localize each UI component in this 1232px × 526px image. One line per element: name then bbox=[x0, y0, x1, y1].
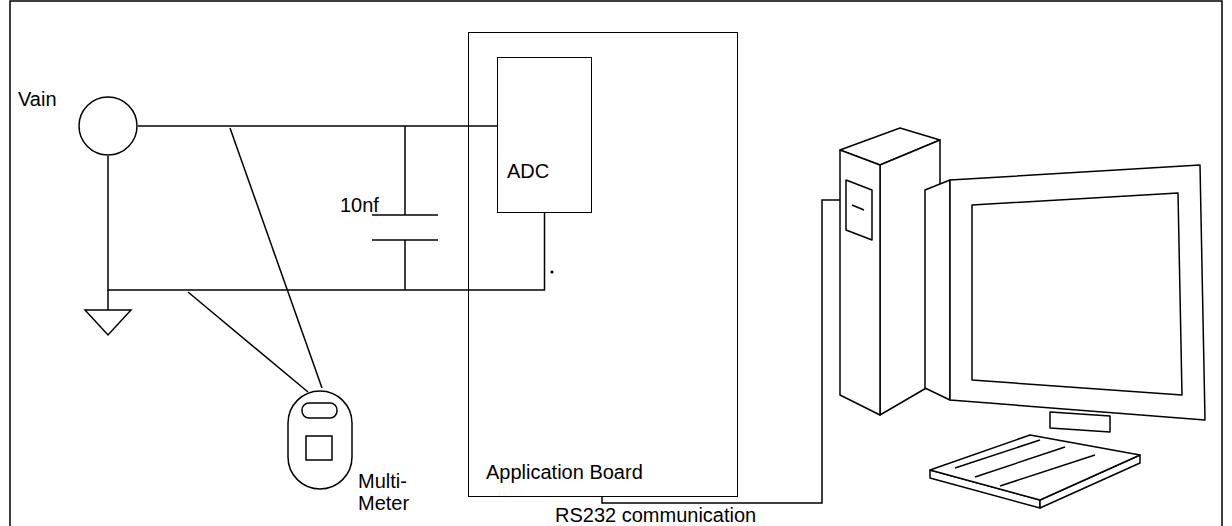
probe-lead bbox=[230, 128, 322, 388]
capacitor-lead bbox=[404, 240, 406, 290]
node-text: Multi- Meter bbox=[358, 470, 422, 514]
monitor-side bbox=[925, 180, 950, 400]
tower-drive bbox=[846, 180, 872, 240]
circle-outline bbox=[79, 97, 137, 155]
outer-frame bbox=[10, 1, 1222, 526]
frame bbox=[10, 1, 1222, 526]
source-circle: Vain bbox=[78, 96, 138, 156]
dot bbox=[551, 271, 553, 273]
node-text: ADC bbox=[507, 160, 549, 182]
keyboard-row bbox=[955, 440, 1040, 468]
capacitor-value: 10nf bbox=[340, 194, 379, 216]
ground-wire bbox=[108, 156, 545, 290]
meter-display bbox=[302, 403, 337, 418]
multimeter: Multi- Meter bbox=[287, 390, 353, 490]
link-label: RS232 communication bbox=[555, 504, 756, 526]
pill-outline bbox=[287, 390, 353, 490]
keyboard-row bbox=[975, 447, 1065, 477]
keyboard-top bbox=[930, 435, 1140, 500]
ground-symbol bbox=[85, 310, 131, 335]
board-box: Application Board ADC bbox=[468, 32, 738, 497]
computer-illustration bbox=[840, 128, 1205, 508]
node-text: Vain bbox=[18, 88, 57, 110]
rs232-wire bbox=[602, 200, 840, 503]
monitor-stand bbox=[1050, 412, 1110, 432]
capacitor-lead bbox=[404, 126, 406, 215]
node-text: Application Board bbox=[486, 461, 643, 483]
meter-body bbox=[288, 391, 352, 489]
probe-lead bbox=[188, 292, 308, 392]
keyboard-row bbox=[1000, 455, 1095, 486]
wiring bbox=[85, 126, 840, 503]
meter-dial bbox=[306, 436, 332, 460]
adc-box: ADC bbox=[497, 57, 592, 213]
capacitor-plate bbox=[372, 214, 438, 216]
ground-wire bbox=[107, 290, 109, 310]
tower-front bbox=[840, 150, 880, 415]
drive-slot bbox=[852, 205, 864, 210]
signal-wire bbox=[138, 125, 497, 127]
circle-outline bbox=[78, 96, 138, 156]
monitor-bezel bbox=[950, 165, 1205, 420]
monitor-screen bbox=[972, 193, 1182, 395]
